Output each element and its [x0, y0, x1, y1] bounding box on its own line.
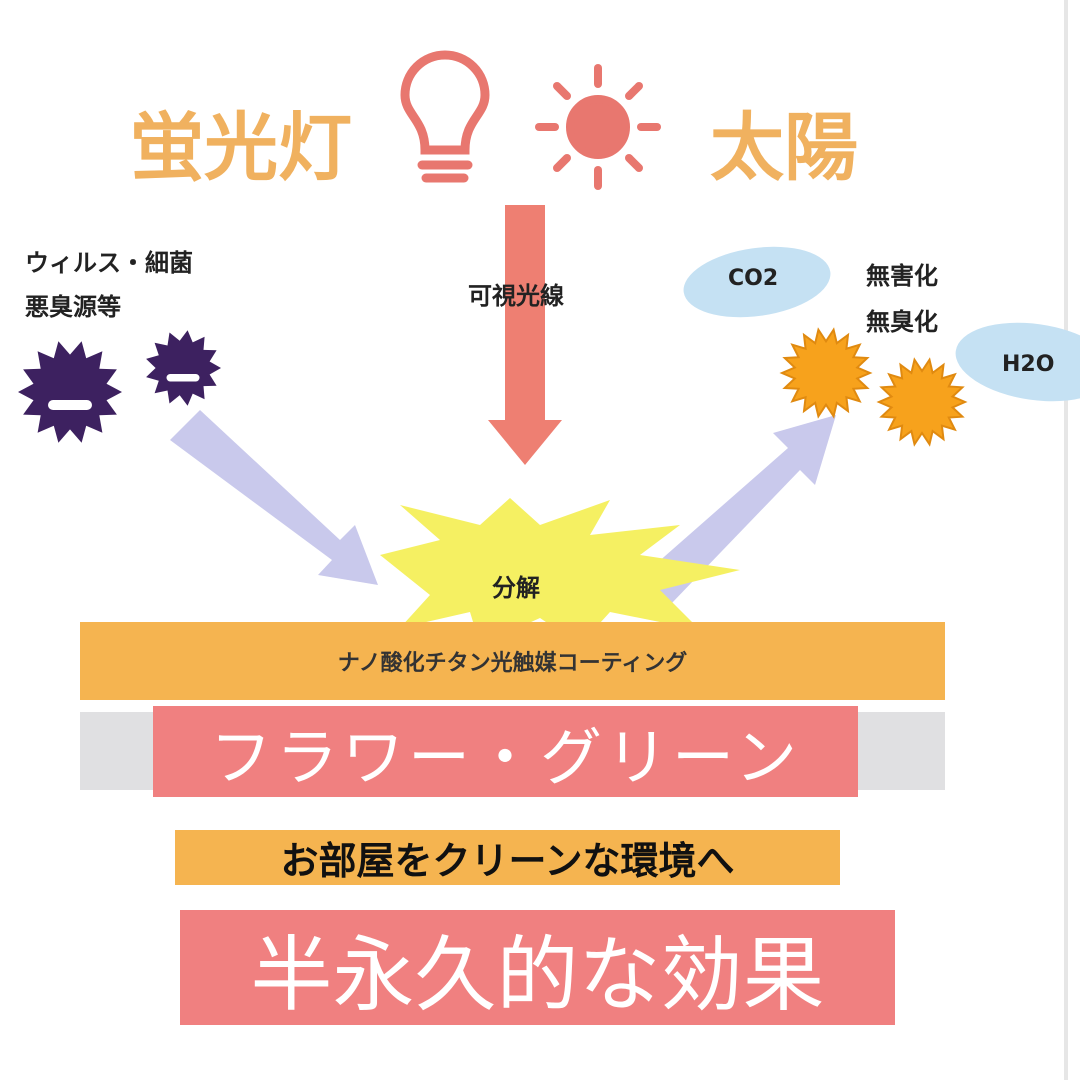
visible-light-arrow — [488, 205, 562, 465]
decomposition-label: 分解 — [492, 574, 540, 602]
decomposition-burst — [380, 498, 740, 645]
coating-layer: ナノ酸化チタン光触媒コーティング — [80, 622, 945, 700]
co2-bubble — [683, 246, 831, 318]
virus-grin — [166, 374, 200, 382]
tagline: お部屋をクリーンな環境へ — [280, 839, 735, 883]
left-label-1: ウィルス・細菌 — [25, 249, 193, 277]
sun-title: 太陽 — [710, 105, 858, 191]
brand-name: フラワー・グリーン — [210, 720, 801, 794]
sun-icon — [535, 64, 661, 190]
coating-label: ナノ酸化チタン光触媒コーティング — [337, 651, 688, 676]
left-label-2: 悪臭源等 — [25, 293, 121, 321]
tagline-banner: お部屋をクリーンな環境へ — [175, 830, 840, 885]
right-label-1: 無害化 — [866, 262, 938, 290]
h2o-label: H2O — [1002, 352, 1055, 377]
virus-icon — [146, 330, 221, 406]
fluorescent-title: 蛍光灯 — [130, 105, 352, 191]
virus-icon — [18, 341, 122, 443]
co2-label: CO2 — [728, 266, 779, 291]
incoming-arrow — [170, 410, 378, 585]
neutralized-germ-icon — [779, 327, 873, 419]
outgoing-arrow — [640, 415, 836, 605]
effect-text: 半永久的な効果 — [250, 928, 825, 1023]
light-bulb-icon — [400, 50, 490, 183]
brand-banner: フラワー・グリーン — [153, 706, 858, 797]
virus-grin — [48, 400, 92, 410]
neutralized-germ-icon — [876, 357, 968, 447]
right-label-2: 無臭化 — [866, 308, 938, 336]
h2o-bubble — [955, 322, 1080, 402]
visible-light-label: 可視光線 — [468, 282, 564, 310]
effect-banner: 半永久的な効果 — [180, 910, 895, 1025]
